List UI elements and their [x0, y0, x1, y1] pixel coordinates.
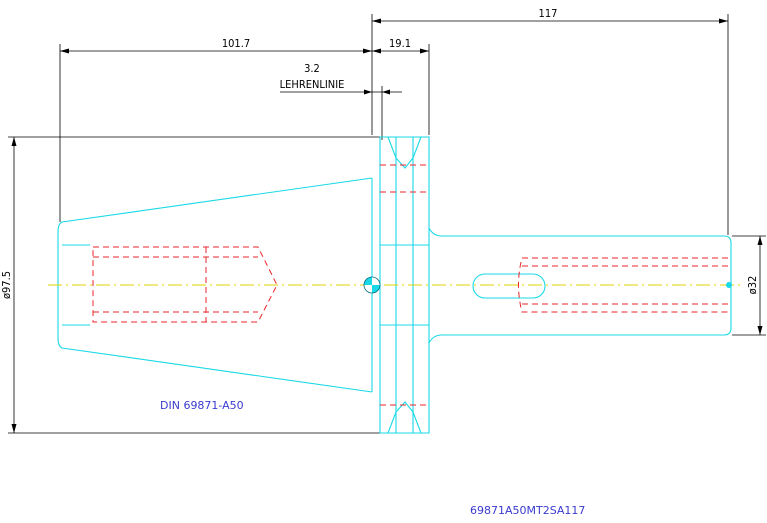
arrow-right — [364, 89, 372, 95]
dim-gauge-text: 3.2 — [304, 62, 320, 75]
arrow-right — [719, 18, 728, 24]
arrow-right — [363, 48, 372, 54]
dim-flange-text: 19.1 — [389, 37, 411, 50]
arrow-bottom — [757, 326, 763, 335]
dimension-lines — [8, 14, 766, 434]
dim-taper-text: 101.7 — [222, 37, 250, 50]
v-groove-top — [387, 136, 422, 169]
arrow-left — [382, 89, 390, 95]
end-point-marker — [726, 282, 732, 288]
dim-overall-text: 117 — [539, 7, 558, 20]
gauge-line-label: LEHRENLINIE — [280, 78, 345, 91]
arrow-left — [372, 48, 381, 54]
gauge-point-marker — [363, 276, 381, 294]
part-number-label: 69871A50MT2SA117 — [470, 504, 585, 517]
v-groove-bottom — [387, 401, 422, 434]
arrow-left — [60, 48, 69, 54]
arrow-top — [11, 137, 17, 146]
drive-slot — [472, 273, 546, 299]
arrow-bottom — [11, 424, 17, 433]
hidden-lines — [92, 164, 728, 406]
arrow-top — [757, 236, 763, 245]
dim-shank-dia-text: ø32 — [746, 276, 759, 295]
arrow-left — [372, 18, 381, 24]
arrow-right — [420, 48, 429, 54]
standard-label: DIN 69871-A50 — [160, 399, 244, 412]
dim-flange-dia-text: ø97.5 — [0, 271, 13, 299]
shank-bore-outline — [518, 257, 728, 313]
